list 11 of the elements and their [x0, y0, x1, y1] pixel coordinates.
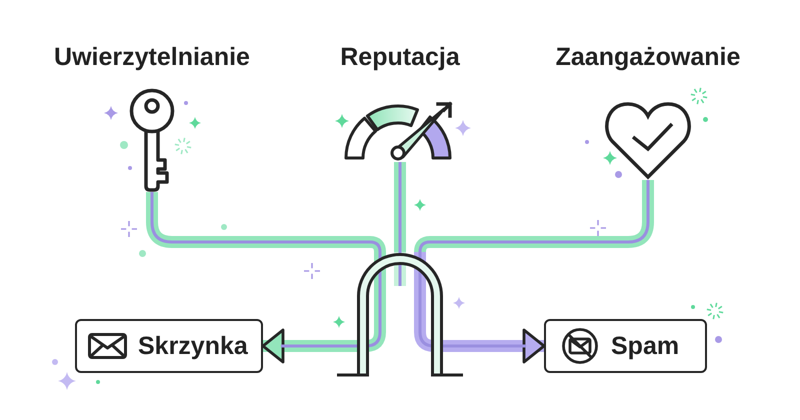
- section-heading: Reputacja: [340, 42, 460, 72]
- flow-arrow: [262, 328, 337, 364]
- destination-label: Spam: [611, 331, 680, 361]
- flow-arrow: [463, 328, 546, 364]
- section-heading: Uwierzytelnianie: [54, 42, 250, 72]
- section-heading: Zaangażowanie: [556, 42, 740, 72]
- destination-box: [75, 319, 263, 373]
- arch-gate: [337, 252, 463, 378]
- destination-box: [544, 319, 707, 373]
- destination-label: Skrzynka: [138, 331, 248, 361]
- flow-line: [394, 162, 406, 252]
